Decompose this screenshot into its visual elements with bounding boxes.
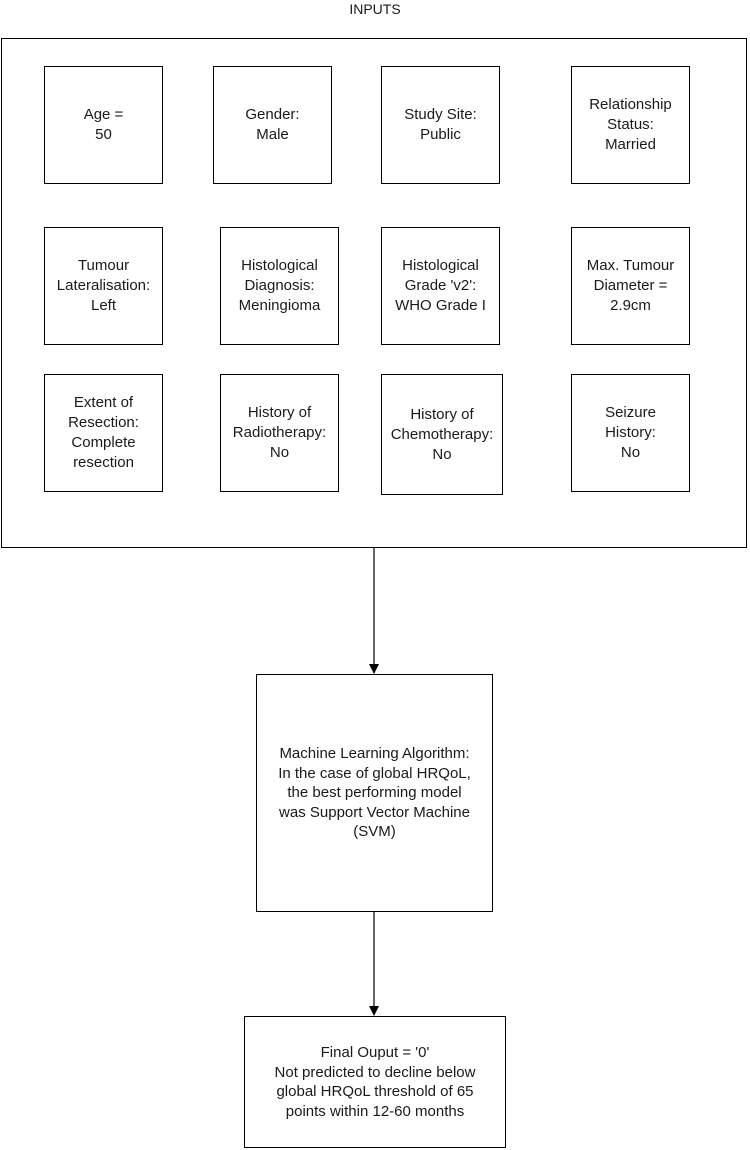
input-extent-of-resection-box: Extent of Resection: Complete resection	[44, 374, 163, 492]
input-gender-text: Gender: Male	[245, 106, 300, 143]
input-study-site-text: Study Site: Public	[404, 106, 477, 143]
input-history-chemotherapy-text: History of Chemotherapy: No	[390, 405, 494, 463]
input-study-site-box: Study Site: Public	[381, 66, 500, 184]
final-output-box: Final Ouput = '0' Not predicted to decli…	[244, 1016, 506, 1148]
input-extent-of-resection-text: Extent of Resection: Complete resection	[68, 394, 139, 471]
input-gender-box: Gender: Male	[213, 66, 332, 184]
input-histological-diagnosis-box: Histological Diagnosis: Meningioma	[220, 227, 339, 345]
input-age-box: Age = 50	[44, 66, 163, 184]
inputs-title: INPUTS	[349, 1, 401, 17]
input-max-tumour-diameter-text: Max. Tumour Diameter = 2.9cm	[586, 257, 675, 314]
input-histological-diagnosis-text: Histological Diagnosis: Meningioma	[238, 257, 321, 314]
input-seizure-history-box: Seizure History: No	[571, 374, 690, 492]
algorithm-box: Machine Learning Algorithm: In the case …	[256, 674, 493, 912]
input-histological-grade-box: Histological Grade 'v2': WHO Grade I	[381, 227, 500, 345]
input-tumour-lateralisation-box: Tumour Lateralisation: Left	[44, 227, 163, 345]
input-max-tumour-diameter-box: Max. Tumour Diameter = 2.9cm	[571, 227, 690, 345]
input-age-text: Age = 50	[83, 106, 124, 143]
input-histological-grade-text: Histological Grade 'v2': WHO Grade I	[395, 257, 486, 314]
input-relationship-status-box: Relationship Status: Married	[571, 66, 690, 184]
input-seizure-history-text: Seizure History: No	[605, 404, 656, 461]
input-history-radiotherapy-text: History of Radiotherapy: No	[232, 404, 327, 461]
input-tumour-lateralisation-text: Tumour Lateralisation: Left	[56, 257, 151, 314]
input-history-radiotherapy-box: History of Radiotherapy: No	[220, 374, 339, 492]
final-output-text: Final Ouput = '0' Not predicted to decli…	[274, 1044, 476, 1120]
inputs-frame	[1, 38, 747, 548]
input-history-chemotherapy-box: History of Chemotherapy: No	[381, 374, 503, 495]
input-relationship-status-text: Relationship Status: Married	[589, 96, 672, 153]
algorithm-text: Machine Learning Algorithm: In the case …	[278, 745, 471, 841]
